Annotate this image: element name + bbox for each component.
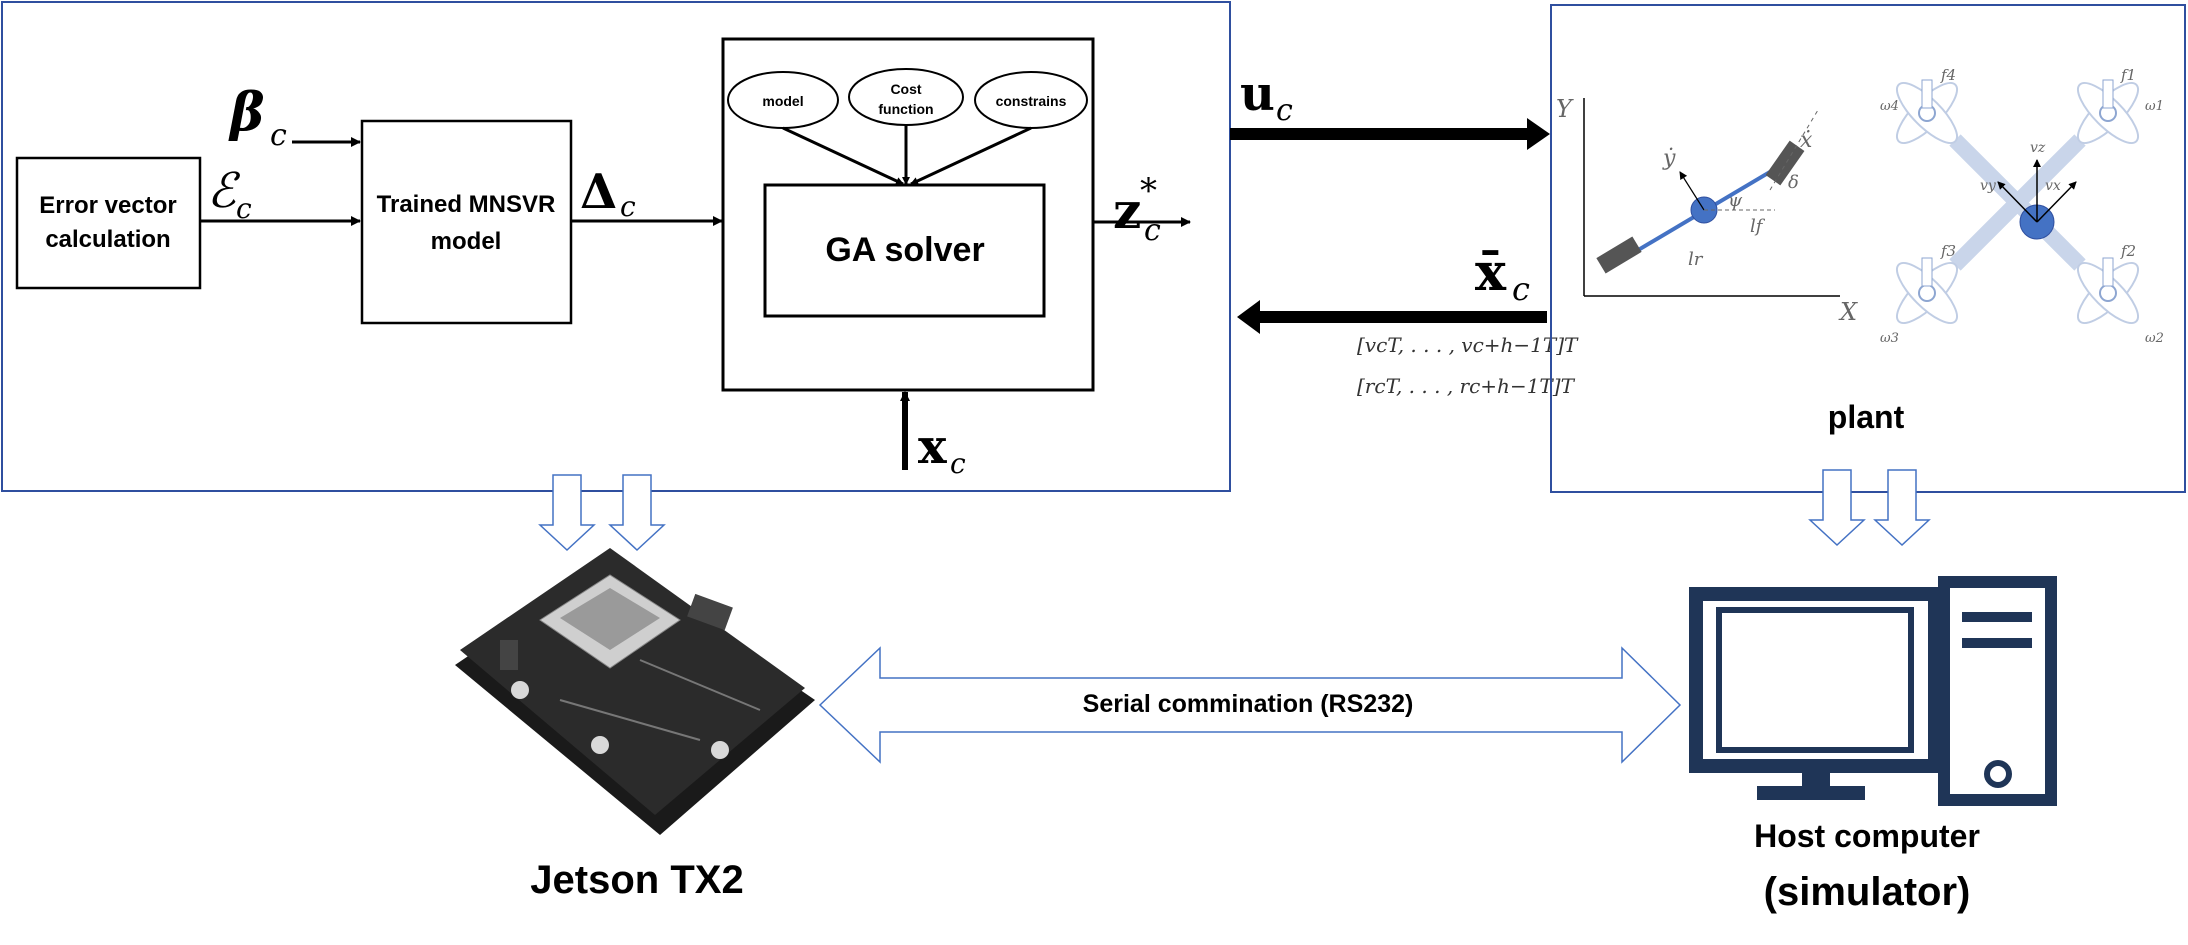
f1-label: f1 <box>2120 66 2136 84</box>
x-subscript: c <box>950 447 966 480</box>
lr-label: lr <box>1688 249 1704 270</box>
f4-label: f4 <box>1940 66 1956 84</box>
z-superscript: * <box>1140 171 1157 211</box>
controller-down-arrow-2 <box>608 474 666 552</box>
f2-label: f2 <box>2120 242 2136 260</box>
cost-label-2: function <box>878 101 933 117</box>
x-axis-label: X <box>1838 298 1858 326</box>
psi-label: ψ <box>1728 190 1743 211</box>
delta-symbol: Δ <box>580 164 617 220</box>
error-vector-label-2: calculation <box>45 226 170 253</box>
w2-label: ω2 <box>2145 331 2164 346</box>
serial-link-arrow <box>818 646 1682 764</box>
xdot-label: ẋ <box>1800 128 1813 153</box>
u-subscript: c <box>1276 93 1293 128</box>
jetson-board-image <box>455 548 815 835</box>
u-symbol: u <box>1240 66 1275 122</box>
epsilon-subscript: c <box>236 192 252 225</box>
mnsvr-block <box>360 119 573 325</box>
host-label-1: Host computer <box>1754 818 1980 854</box>
xbar-arrow-shaft <box>1257 311 1547 323</box>
z-subscript: c <box>1144 213 1161 248</box>
vz-label: vz <box>2030 140 2046 156</box>
cost-label-1: Cost <box>890 81 921 97</box>
w1-label: ω1 <box>2145 99 2164 114</box>
beta-symbol: β <box>228 82 265 143</box>
vy-label: vy <box>1980 178 1997 194</box>
w4-label: ω4 <box>1880 99 1899 114</box>
error-vector-label-1: Error vector <box>39 192 176 219</box>
z-symbol: z <box>1113 181 1141 240</box>
plant-down-arrow-2 <box>1873 469 1931 547</box>
xbar-arrow-head <box>1237 300 1260 334</box>
ga-solver-label: GA solver <box>825 231 984 269</box>
x-symbol: x <box>918 419 947 475</box>
y-axis-label: Y <box>1556 95 1574 123</box>
host-computer-icon <box>1689 576 2057 806</box>
quadrotor-figure: f4 f1 f3 f2 ω4 ω1 ω3 ω2 vx vy vz <box>1880 66 2164 346</box>
r-sequence: [rcT, . . . , rc+h−1T]T <box>1357 374 1576 398</box>
v-sequence: [vcT, . . . , vc+h−1T]T <box>1357 333 1579 357</box>
vx-label: vx <box>2045 178 2061 194</box>
bicycle-model-figure: Y X ẏ ẋ δ ψ lf lr <box>1556 95 1858 326</box>
constrains-to-ga-arrow <box>910 126 1032 186</box>
mnsvr-label-1: Trained MNSVR <box>377 191 556 218</box>
serial-label: Serial commination (RS232) <box>1083 690 1414 718</box>
u-arrow-head <box>1527 118 1550 150</box>
ydot-label: ẏ <box>1662 146 1676 171</box>
epsilon-symbol: ℰ <box>207 163 241 219</box>
lf-label: lf <box>1750 216 1766 237</box>
host-label-2: (simulator) <box>1764 870 1971 914</box>
delta-subscript: c <box>620 190 636 223</box>
delta-angle-label: δ <box>1788 172 1799 193</box>
error-vector-block <box>15 156 202 290</box>
constrains-label: constrains <box>996 93 1067 109</box>
beta-subscript: c <box>270 118 287 153</box>
ga-solver-block <box>763 183 1046 318</box>
xbar-subscript: c <box>1512 270 1530 308</box>
mnsvr-label-2: model <box>431 228 502 255</box>
w3-label: ω3 <box>1880 331 1899 346</box>
controller-down-arrow-1 <box>538 474 596 552</box>
model-to-ga-arrow <box>782 126 904 186</box>
jetson-label: Jetson TX2 <box>530 858 743 902</box>
u-arrow-shaft <box>1230 128 1530 140</box>
plant-label: plant <box>1828 399 1905 435</box>
controller-frame <box>1 1 1231 492</box>
plant-down-arrow-1 <box>1808 469 1866 547</box>
xbar-symbol: x̄ <box>1475 242 1507 303</box>
f3-label: f3 <box>1940 242 1956 260</box>
model-label: model <box>762 93 803 109</box>
plant-frame <box>1550 4 2186 493</box>
